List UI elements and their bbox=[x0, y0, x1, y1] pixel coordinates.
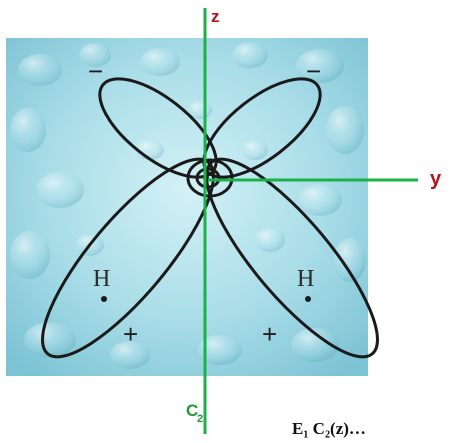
hydrogen-left-label: H bbox=[93, 266, 110, 292]
c2-axis-label: C bbox=[186, 401, 198, 420]
orbital-lobes bbox=[41, 77, 379, 359]
y-axis-label: y bbox=[430, 168, 442, 190]
hydrogen-right-dot bbox=[305, 296, 311, 302]
axes bbox=[203, 8, 418, 434]
sign-top-left: − bbox=[88, 56, 103, 86]
sign-bottom-right: + bbox=[262, 319, 277, 349]
c2-axis-subscript: 2 bbox=[197, 413, 203, 425]
bottom-caption: E₁ C₂(z)… bbox=[292, 419, 366, 438]
hydrogen-right-label: H bbox=[297, 266, 314, 292]
lobe-bottom-left bbox=[41, 157, 215, 359]
hydrogen-left-dot bbox=[101, 296, 107, 302]
water-droplets bbox=[10, 42, 366, 369]
lobe-bottom-right bbox=[205, 157, 379, 359]
sign-bottom-left: + bbox=[123, 319, 138, 349]
z-axis-label: z bbox=[211, 7, 220, 26]
sign-top-right: − bbox=[306, 56, 321, 86]
